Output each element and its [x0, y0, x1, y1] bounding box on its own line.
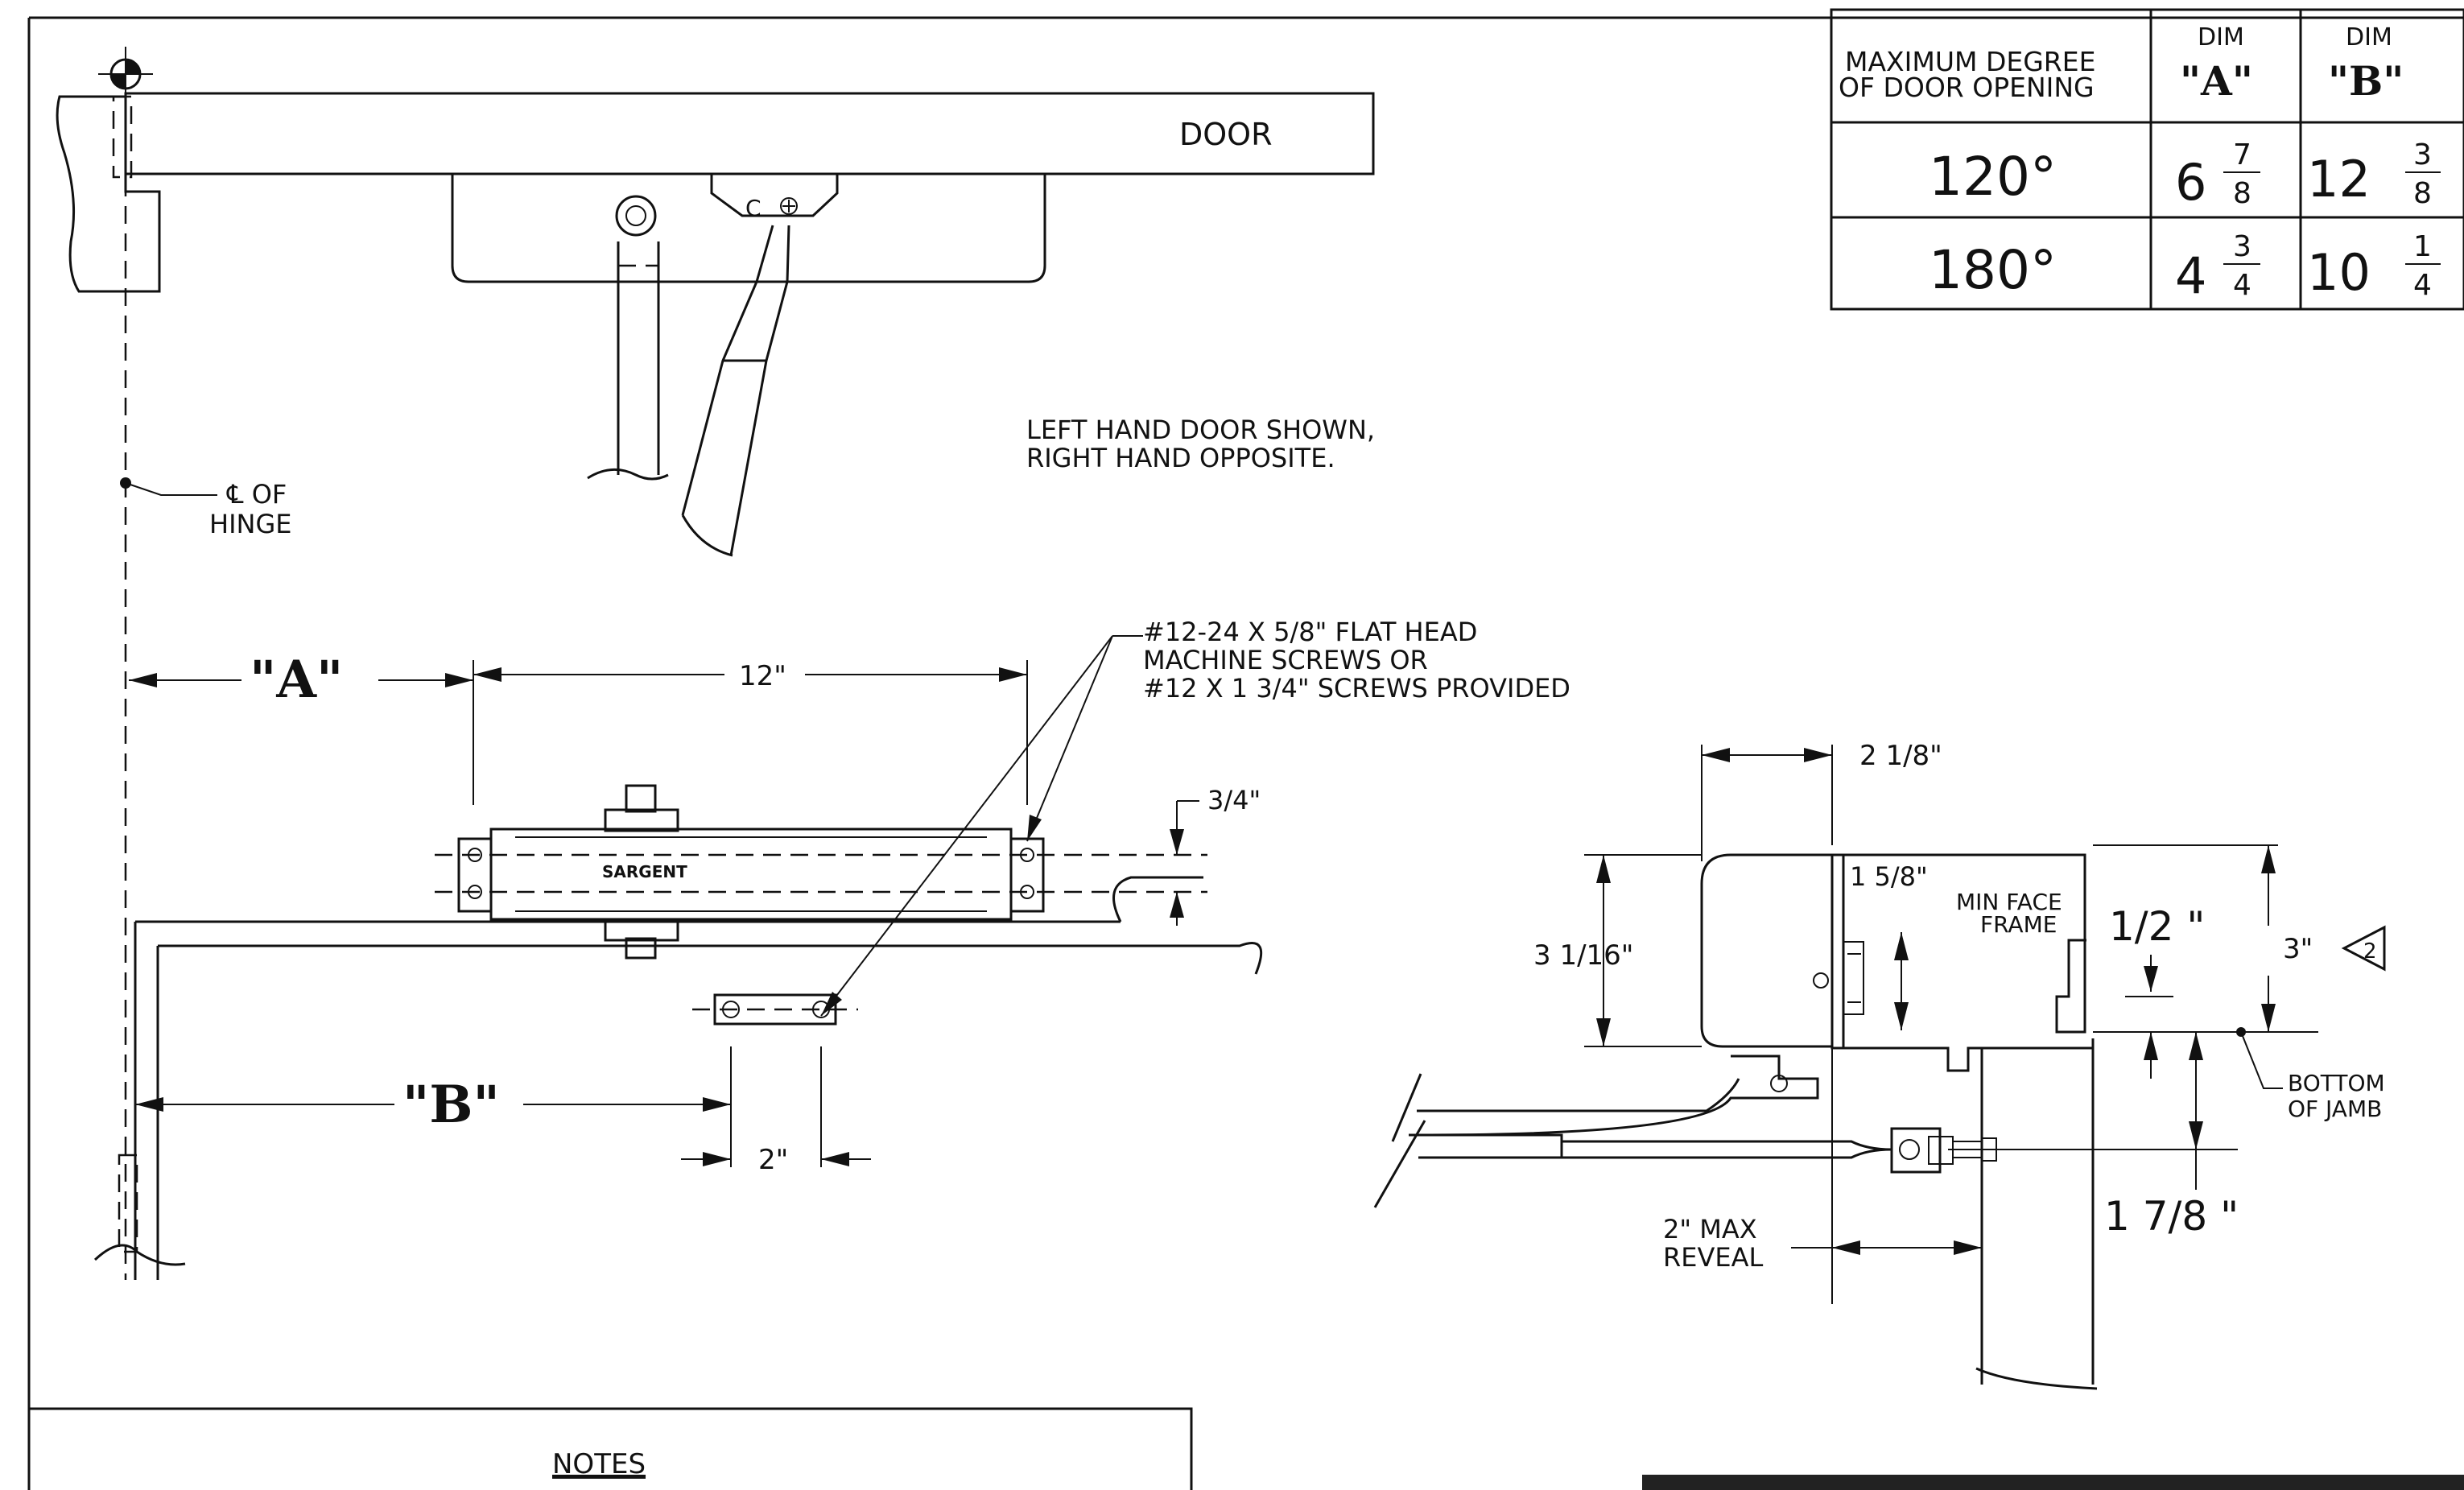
wall-jamb-left: [56, 95, 161, 293]
table-row-1-b-num: 3: [2413, 138, 2432, 171]
closer-body-front: SARGENT: [435, 784, 1207, 960]
frame-break-bottom: [1121, 942, 1263, 975]
dim-three-quarter-label: 3/4": [1207, 785, 1261, 815]
mounting-screws: [1843, 941, 1864, 1015]
dim-two-label: 2": [758, 1144, 788, 1176]
table-row-2-a-whole: 4: [2175, 246, 2206, 305]
closer-side-arm: [1417, 1055, 1819, 1137]
bottom-jamb-line-1: BOTTOM: [2288, 1070, 2385, 1096]
door-label: DOOR: [1179, 117, 1272, 152]
dim-one-seven-eighth-label: 1 7/8 ": [2104, 1193, 2239, 1240]
hinge-label-line-2: HINGE: [209, 509, 291, 539]
reveal-line-2: REVEAL: [1663, 1242, 1763, 1273]
dim-two-eighth-label: 2 1/8": [1859, 740, 1942, 772]
lower-hinge: [93, 1154, 186, 1266]
brand-label: SARGENT: [602, 862, 687, 881]
closer-arm-left: [587, 195, 669, 481]
hinge-leader: [125, 482, 217, 496]
min-face-line-1: MIN FACE: [1956, 889, 2062, 915]
frame-break-top: [1112, 876, 1203, 922]
dim-12-label: 12": [739, 660, 786, 692]
closer-side-plate: [1830, 853, 1845, 1050]
front-view: "A" 12" SARGENT: [93, 617, 1570, 1280]
arm-shoe: [692, 993, 858, 1026]
table-row-1-b-whole: 12: [2307, 150, 2371, 208]
dim-b-label: "B": [402, 1075, 500, 1135]
screws-note-line-3: #12 X 1 3/4" SCREWS PROVIDED: [1143, 673, 1570, 704]
hand-note-line-2: RIGHT HAND OPPOSITE.: [1026, 443, 1335, 473]
screws-note-line-1: #12-24 X 5/8" FLAT HEAD: [1143, 617, 1477, 647]
bottom-jamb-line-2: OF JAMB: [2288, 1096, 2382, 1122]
jamb: [1975, 1048, 2098, 1390]
dim-three-sixteenth-label: 3 1/16": [1533, 939, 1633, 972]
drawing-border: [27, 16, 2464, 1490]
table-row-2-b-whole: 10: [2307, 243, 2371, 302]
table-row-1-a-num: 7: [2233, 138, 2251, 171]
table-row-2-b-den: 4: [2413, 269, 2432, 302]
dimension-table: MAXIMUM DEGREE OF DOOR OPENING DIM "A" D…: [1830, 8, 2464, 311]
table-header-a: "A": [2180, 57, 2253, 105]
table-header-dim-a: DIM: [2198, 23, 2244, 52]
top-view: DOOR C LEFT HAND DOOR SHOWN,: [56, 47, 1375, 1280]
dimension-b: "B": [135, 1075, 731, 1135]
table-row-2-a-num: 3: [2233, 230, 2251, 263]
dimension-three-quarter: 3/4": [1170, 785, 1261, 926]
screw-leaders: [820, 635, 1143, 1017]
dimension-two: 2": [681, 1046, 871, 1176]
table-row-2-a-den: 4: [2233, 269, 2251, 302]
parallel-arm-bracket: C: [710, 174, 839, 221]
table-header-b: "B": [2328, 57, 2404, 105]
dim-half-label: 1/2 ": [2109, 903, 2205, 950]
dim-three-label: 3": [2283, 933, 2313, 965]
frame-header: [134, 920, 1121, 1280]
table-row-2-degree: 180°: [1929, 239, 2057, 301]
parallel-arm-side: [1562, 1140, 1892, 1159]
closer-body-top: [451, 174, 1046, 283]
screws-note-line-2: MACHINE SCREWS OR: [1143, 645, 1428, 675]
table-header-col1-line-1: MAXIMUM DEGREE: [1845, 46, 2095, 77]
table-row-1-b-den: 8: [2413, 177, 2432, 210]
door-slab: [124, 92, 1375, 175]
notes-box: NOTES: [29, 1407, 1193, 1490]
closer-side-screw: [1813, 972, 1829, 989]
dimension-12: 12": [473, 660, 1028, 805]
bracket-c-label: C: [745, 195, 761, 221]
dimension-a: "A": [129, 650, 473, 710]
door-section: [1373, 1073, 1563, 1208]
hinge-pivot-symbol: [98, 47, 153, 101]
table-row-1-a-den: 8: [2233, 177, 2251, 210]
dim-a-label: "A": [250, 650, 343, 710]
table-row-2-b-num: 1: [2413, 230, 2432, 263]
hinge-label-line-1: ℄ OF: [226, 479, 287, 510]
revision-tag-number: 2: [2363, 939, 2377, 964]
dim-one-five-eighth-label: 1 5/8": [1850, 861, 1928, 892]
title-block-bar: [1642, 1475, 2464, 1490]
closer-side-body: [1700, 853, 1834, 1048]
closer-arm-angled: [681, 225, 790, 557]
table-header-col1-line-2: OF DOOR OPENING: [1839, 72, 2095, 103]
arm-shoe-side: [1890, 1127, 1942, 1174]
table-header-dim-b: DIM: [2346, 23, 2392, 52]
min-face-line-2: FRAME: [1980, 911, 2057, 938]
hand-note-line-1: LEFT HAND DOOR SHOWN,: [1026, 415, 1375, 445]
reveal-line-1: 2" MAX: [1663, 1214, 1757, 1244]
table-row-1-a-whole: 6: [2175, 153, 2206, 212]
notes-title: NOTES: [552, 1448, 646, 1480]
revision-tag: 2: [2341, 925, 2386, 972]
table-row-1-degree: 120°: [1929, 146, 2057, 208]
side-section-view: 2 1/8" 3 1/16" 1 5/8" MIN FACE FRAME 1/2…: [1373, 740, 2386, 1390]
hinge-leaf-dashed: [112, 95, 133, 179]
